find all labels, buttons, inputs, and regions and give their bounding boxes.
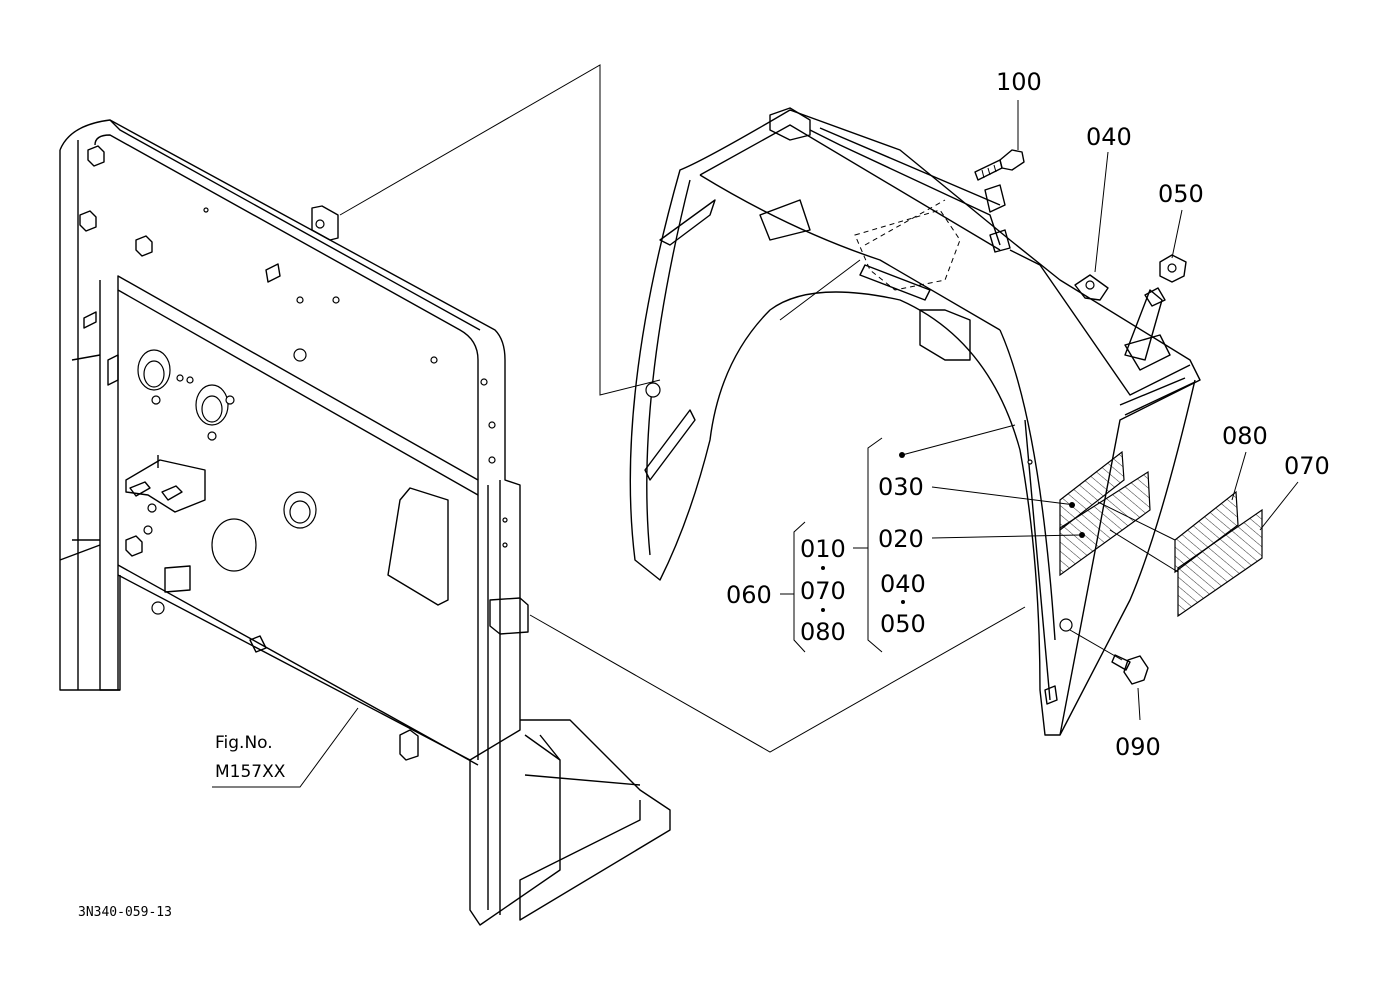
- clip-nut-050: [1144, 254, 1187, 307]
- clip-nut-040: [1074, 274, 1109, 301]
- callout-040-set: 040: [880, 570, 926, 598]
- figure-ref-line1: Fig.No.: [215, 733, 273, 753]
- callout-060: 060: [726, 581, 772, 609]
- callout-040-top: 040: [1086, 123, 1132, 151]
- callout-080-right: 080: [1222, 422, 1268, 450]
- bolt-090: [1111, 654, 1149, 685]
- decal-070: [1177, 508, 1263, 618]
- callout-030: 030: [878, 473, 924, 501]
- callout-070-right: 070: [1284, 452, 1330, 480]
- callout-020: 020: [878, 525, 924, 553]
- decal-080: [1174, 490, 1239, 574]
- callout-090: 090: [1115, 733, 1161, 761]
- drawing-code: 3N340-059-13: [78, 905, 172, 920]
- figure-ref-line2: M157XX: [215, 762, 286, 782]
- figure-reference: Fig.No. M157XX: [215, 733, 286, 782]
- callout-070-set: 070: [800, 577, 846, 605]
- fender-cover: [629, 107, 1201, 736]
- rear-panel-assembly: [59, 119, 671, 926]
- bolt-100: [974, 149, 1025, 181]
- callout-010: 010: [800, 535, 846, 563]
- callout-100: 100: [996, 68, 1042, 96]
- callout-080-set: 080: [800, 618, 846, 646]
- leader-lines: [212, 64, 1299, 788]
- callout-labels: 100 040 050 080 070 030 020 040 050 010 …: [726, 68, 1330, 761]
- callout-050-top: 050: [1158, 180, 1204, 208]
- callout-050-set: 050: [880, 610, 926, 638]
- decal-on-fender: [1059, 450, 1151, 577]
